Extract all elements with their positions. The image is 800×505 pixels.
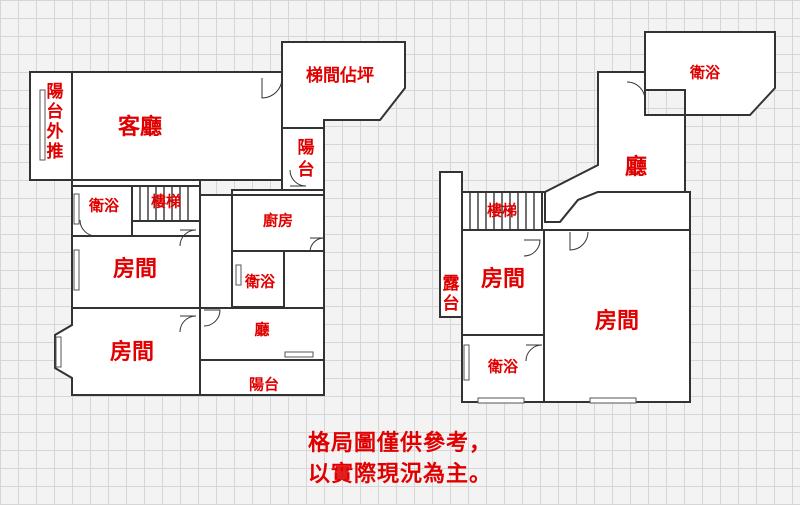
hall-label: 廳 [254, 321, 269, 339]
balcony-bottom-label: 陽台 [249, 376, 279, 394]
labels: 陽台外推 客廳 梯間佔坪 陽台 衛浴 樓梯 廚房 房間 衛浴 廳 房間 陽台 衛… [47, 64, 721, 394]
door [309, 237, 325, 253]
bedroom-1-area [461, 229, 545, 336]
door [626, 81, 646, 101]
balcony-push-out-area [29, 71, 73, 181]
window [73, 193, 80, 225]
balcony-small-label: 陽台 [298, 138, 315, 180]
window [463, 344, 470, 381]
bedroom-1-label: 房間 [113, 256, 157, 282]
window [39, 89, 46, 161]
bathroom-bottom-label: 衛浴 [487, 358, 519, 376]
stairs-treads [139, 186, 189, 221]
bedroom-2-label: 房間 [110, 339, 154, 365]
balcony-push-out-label: 陽台外推 [47, 82, 64, 162]
left-floor-plan [29, 41, 406, 396]
door [289, 169, 307, 187]
bathroom-2-label: 衛浴 [244, 273, 276, 291]
terrace-label: 露台 [443, 274, 461, 314]
bedroom-1-area [71, 235, 201, 309]
bathroom-bottom-area [461, 334, 545, 403]
bathroom-top-label: 衛浴 [689, 64, 721, 82]
bathroom-2-area [231, 250, 285, 308]
door [569, 231, 589, 251]
door [179, 315, 197, 333]
door [179, 229, 197, 247]
disclaimer-line-2: 以實際現況為主。 [307, 462, 492, 487]
kitchen-label: 廚房 [263, 212, 293, 230]
bathroom-top-area [644, 31, 776, 116]
hall-label-right: 廳 [625, 154, 647, 180]
living-room-label: 客廳 [118, 114, 162, 140]
disclaimer-note: 格局圖僅供參考， 以實際現況為主。 [200, 428, 600, 490]
disclaimer-line-1: 格局圖僅供參考， [307, 431, 492, 456]
door [261, 77, 283, 99]
window [477, 397, 525, 404]
window [55, 336, 62, 368]
bedroom-1-label-right: 房間 [481, 266, 525, 292]
window [589, 397, 637, 404]
window [284, 351, 314, 358]
door [523, 239, 541, 257]
stairs-treads [469, 192, 535, 230]
stairs-label: 樓梯 [151, 193, 181, 211]
right-floor-plan [439, 31, 776, 404]
hall-area [199, 307, 325, 361]
kitchen-area [231, 194, 325, 252]
door [79, 219, 97, 237]
stairs-label-right: 樓梯 [487, 202, 517, 220]
window [235, 264, 242, 286]
window [73, 249, 80, 291]
bathroom-1-label: 衛浴 [88, 197, 120, 215]
stair-area-label: 梯間佔坪 [306, 65, 374, 86]
balcony-small-area [281, 127, 325, 191]
door [525, 344, 543, 362]
bedroom-2-label-right: 房間 [595, 308, 639, 334]
door [203, 309, 221, 327]
balcony-bottom-area [199, 359, 325, 396]
bedroom-2-area [543, 229, 691, 403]
